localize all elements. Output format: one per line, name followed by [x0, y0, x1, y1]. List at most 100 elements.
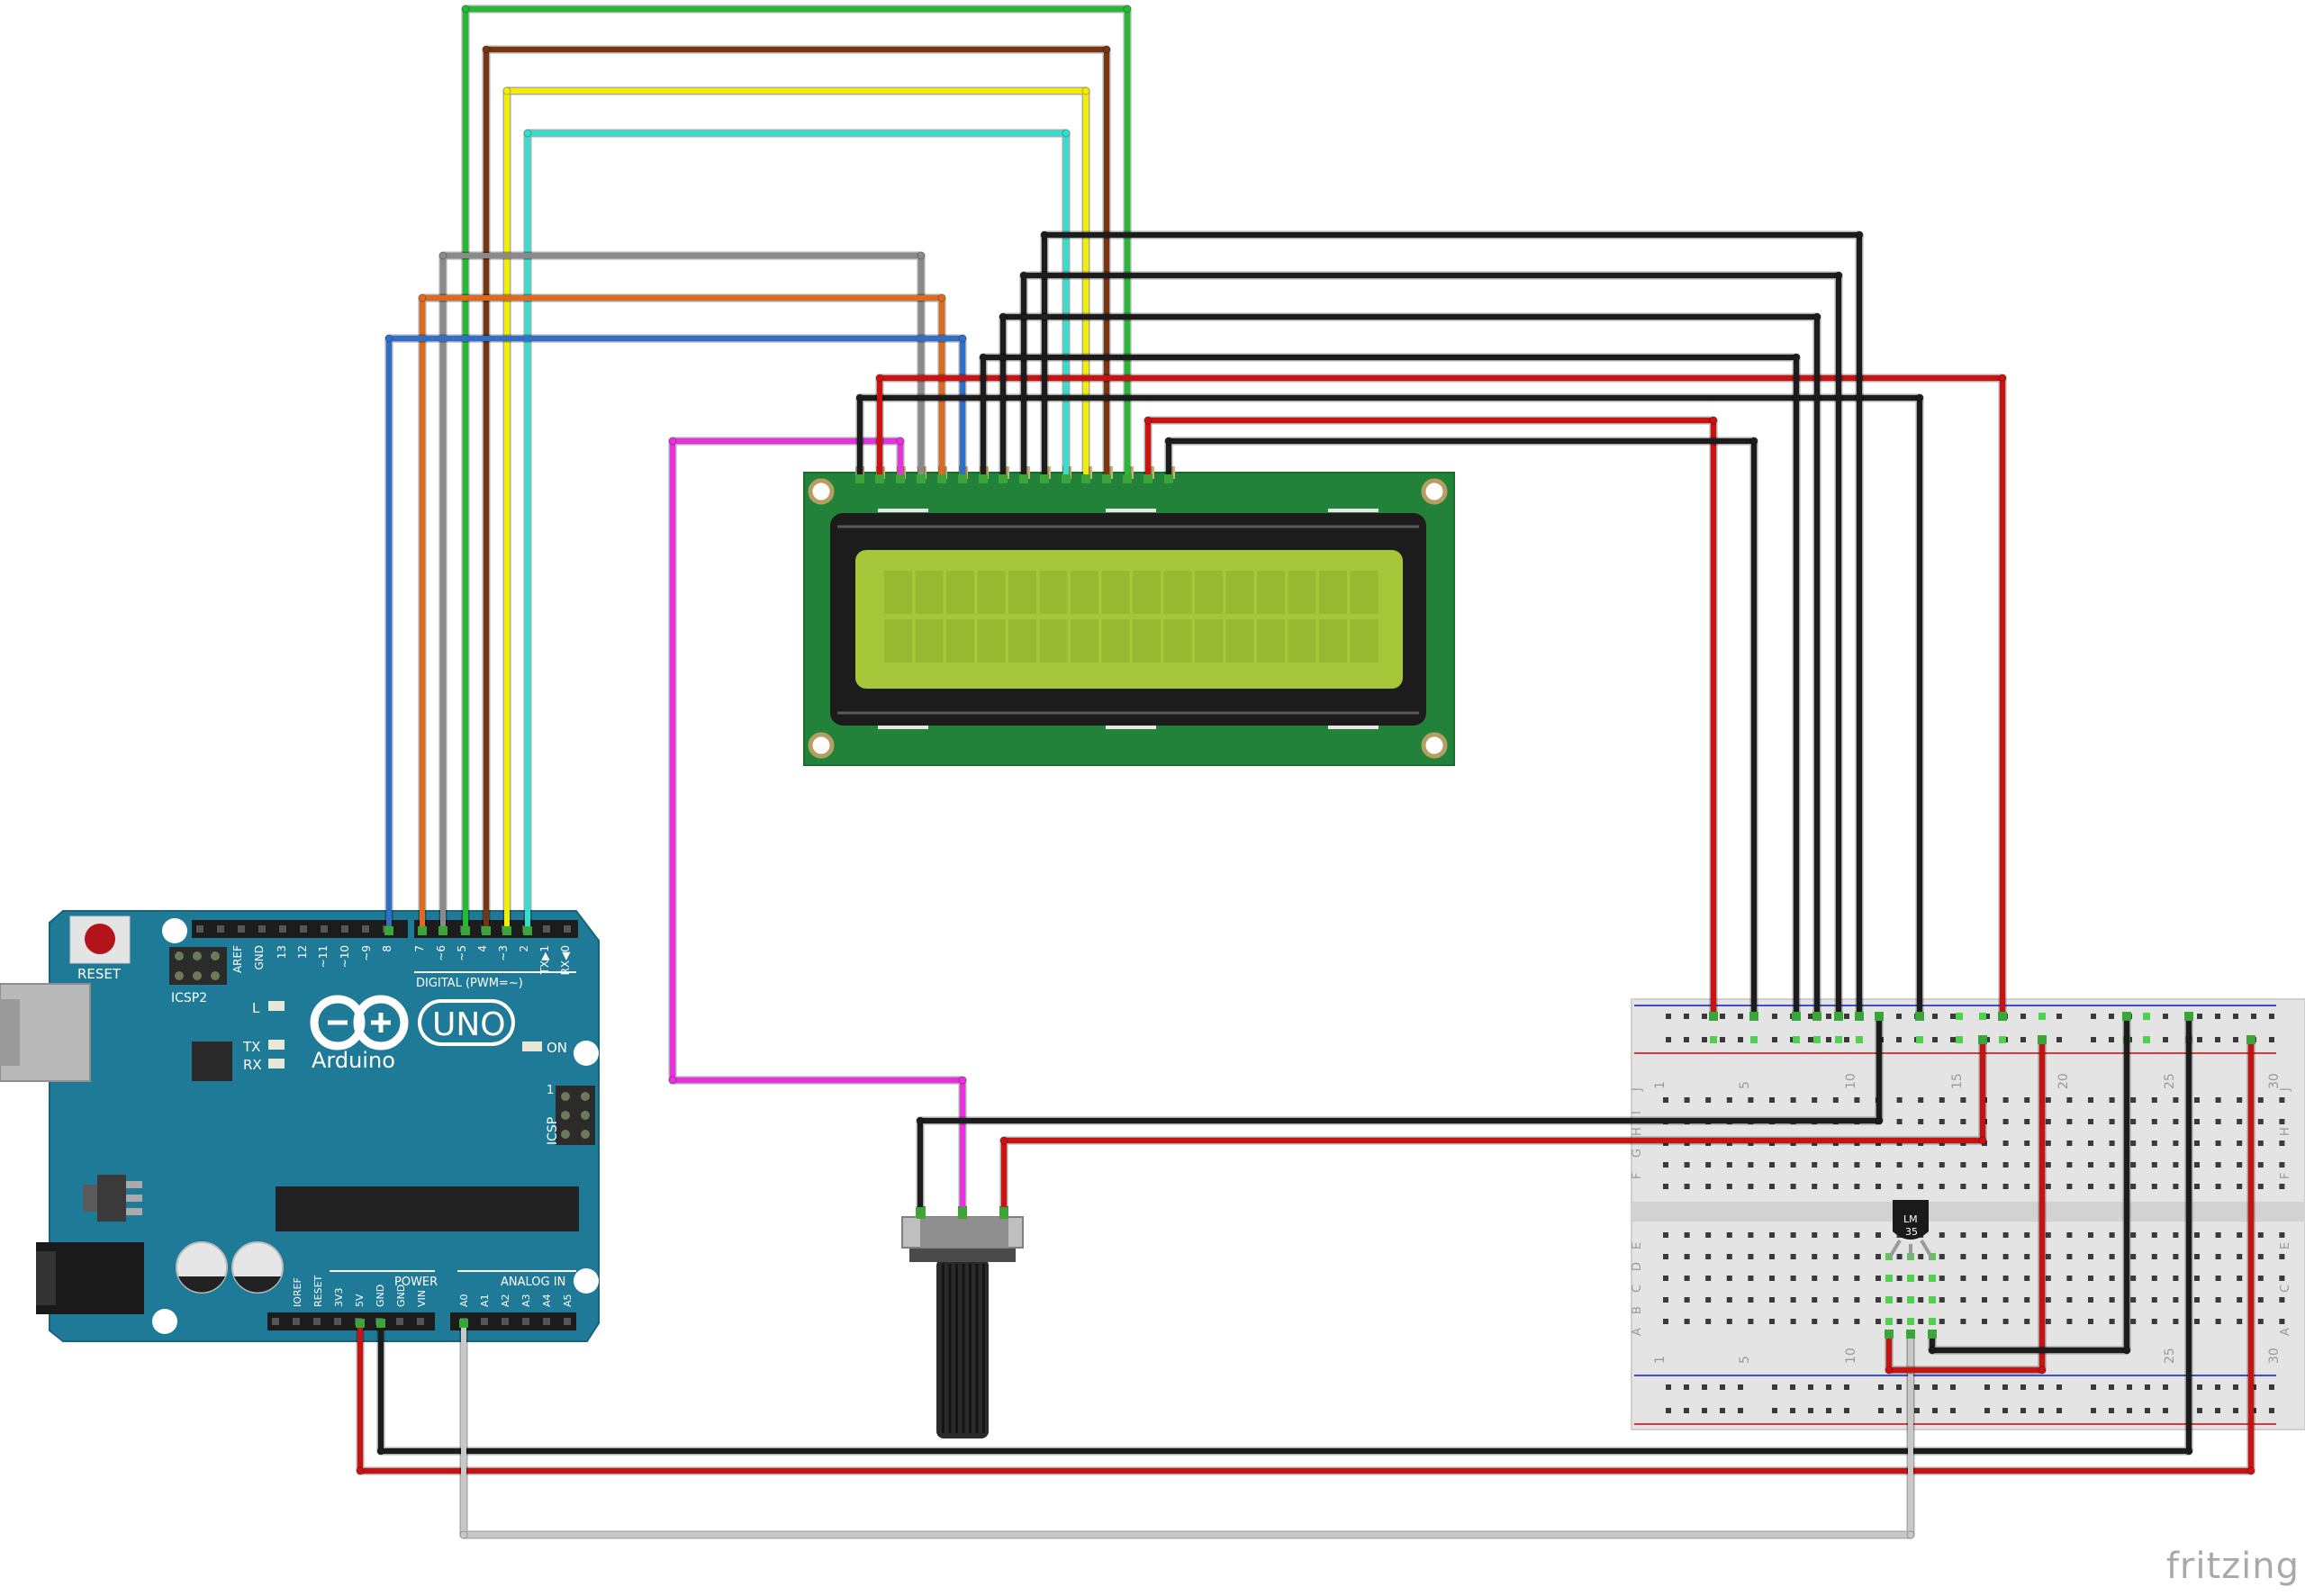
row-letter: A — [1631, 1328, 1644, 1336]
wire — [1166, 438, 1757, 1016]
digital-pin-label: ~11 — [317, 945, 330, 968]
wire — [386, 336, 965, 931]
row-number: 30 — [2267, 1073, 2282, 1089]
wire — [420, 295, 945, 931]
wire — [1021, 273, 1841, 1016]
icsp-pin1-label: 1 — [547, 1084, 554, 1097]
row-number: 25 — [2163, 1348, 2177, 1364]
led-l — [268, 1001, 285, 1011]
icsp2-label: ICSP2 — [171, 991, 207, 1005]
row-number: 1 — [1653, 1081, 1668, 1089]
wire — [461, 1323, 1913, 1537]
row-number: 1 — [1653, 1356, 1668, 1364]
voltage-regulator — [97, 1175, 126, 1222]
led-tx-label: TX — [242, 1039, 260, 1055]
wire — [1886, 1040, 2045, 1373]
row-letter: F — [1631, 1173, 1644, 1179]
row-letter: C — [2279, 1285, 2292, 1293]
row-number: 15 — [1950, 1073, 1965, 1089]
digital-pin-label: 7 — [413, 945, 426, 952]
analog-label: ANALOG IN — [501, 1276, 565, 1289]
power-pin-label: VIN — [416, 1290, 428, 1307]
capacitor — [176, 1241, 228, 1294]
breadboard-holes — [1663, 1014, 2285, 1413]
fritzing-watermark: fritzing — [2165, 1546, 2300, 1587]
power-pin-label: GND — [375, 1285, 386, 1307]
row-letter: J — [1631, 1087, 1644, 1092]
digital-pin-label: 13 — [276, 945, 288, 959]
digital-pin-label: GND — [253, 945, 266, 970]
digital-pin-label: TX▶1 — [538, 945, 551, 975]
analog-pin-label: A0 — [458, 1294, 470, 1307]
digital-pin-label: ~9 — [360, 945, 373, 961]
wire — [1000, 314, 1820, 1016]
row-number: 20 — [2056, 1073, 2071, 1089]
wire — [378, 1016, 2192, 1454]
row-number: 10 — [1844, 1073, 1858, 1089]
reset-label: RESET — [77, 966, 122, 982]
arduino-logo — [310, 995, 515, 1050]
led-rx-label: RX — [243, 1057, 262, 1073]
digital-header — [414, 920, 578, 938]
icsp2-header — [169, 947, 227, 985]
row-letter: C — [1631, 1285, 1644, 1293]
wire — [1145, 418, 1716, 1016]
icsp-label: ICSP — [546, 1117, 560, 1145]
model-label: UNO — [432, 1006, 506, 1043]
power-pin-label: 5V — [354, 1294, 366, 1307]
power-pin-label: IOREF — [292, 1277, 303, 1307]
led-on-label: ON — [547, 1040, 567, 1056]
row-number: 10 — [1844, 1348, 1858, 1364]
wire — [670, 438, 965, 1212]
lcd-16x2-display — [803, 466, 1455, 766]
analog-pin-label: A1 — [479, 1294, 491, 1307]
analog-pin-label: A3 — [520, 1294, 532, 1307]
row-letter: H — [1631, 1127, 1644, 1136]
row-letter: B — [1631, 1306, 1644, 1314]
power-label: POWER — [394, 1276, 438, 1289]
digital-pin-label: ~6 — [435, 945, 447, 961]
power-pin-label: RESET — [312, 1275, 324, 1307]
wire — [877, 375, 2005, 1016]
digital-pin-label: ~3 — [497, 945, 510, 961]
wire — [857, 395, 1922, 1016]
sensor-label: 35 — [1905, 1226, 1918, 1238]
wire — [525, 131, 1069, 931]
wire — [1001, 1040, 1985, 1212]
potentiometer — [901, 1206, 1024, 1438]
row-number: 25 — [2163, 1073, 2177, 1089]
analog-header — [450, 1312, 576, 1330]
row-letter: E — [1631, 1242, 1644, 1249]
analog-pin-label: A5 — [562, 1294, 574, 1307]
digital-pin-label: ~5 — [456, 945, 468, 961]
row-number: 5 — [1738, 1081, 1752, 1089]
wire — [357, 1040, 2254, 1474]
led-on — [522, 1041, 542, 1051]
icsp-header — [556, 1086, 595, 1145]
wire — [981, 355, 1799, 1016]
wire — [484, 47, 1109, 931]
brand-label: Arduino — [312, 1048, 395, 1073]
wires — [356, 5, 2255, 1539]
power-pin-label: GND — [395, 1285, 407, 1307]
row-letter: E — [2279, 1242, 2292, 1249]
digital-pin-label: 4 — [476, 945, 489, 952]
digital-label: DIGITAL (PWM=~) — [416, 977, 523, 990]
wire — [504, 88, 1089, 931]
led-l-label: L — [252, 1000, 260, 1016]
row-number: 5 — [1738, 1356, 1752, 1364]
sensor-label: LM — [1903, 1213, 1918, 1225]
row-letter: I — [1631, 1111, 1644, 1114]
usb-chip — [192, 1041, 232, 1081]
led-tx — [268, 1040, 285, 1050]
row-letter: D — [1631, 1262, 1644, 1271]
lm35-temperature-sensor: LM 35 — [1887, 1200, 1934, 1260]
digital-pin-label: ~10 — [339, 945, 351, 968]
power-pin-label: 3V3 — [333, 1287, 345, 1307]
row-letter: F — [2279, 1173, 2292, 1179]
digital-pin-label: AREF — [231, 945, 244, 973]
digital-pin-label: 8 — [381, 945, 393, 952]
wire — [463, 6, 1130, 931]
